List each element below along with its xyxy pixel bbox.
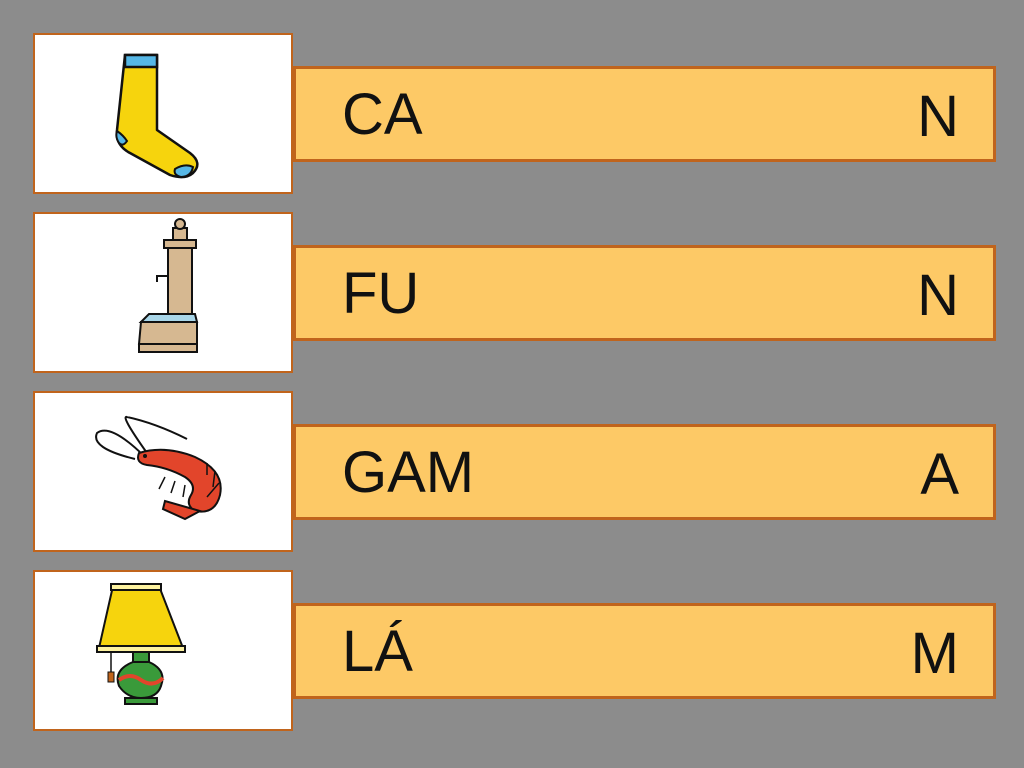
picture-card[interactable] (33, 212, 293, 373)
word-end: N (917, 84, 959, 149)
picture-card[interactable] (33, 570, 293, 731)
word-start: CA (342, 82, 423, 147)
word-bar[interactable]: FU N (293, 245, 996, 341)
word-bar[interactable]: LÁ M (293, 603, 996, 699)
word-end: M (910, 621, 959, 686)
exercise-row: GAM A (0, 391, 1024, 557)
exercise-row: LÁ M (0, 570, 1024, 736)
picture-card[interactable] (33, 391, 293, 552)
shrimp-icon (95, 416, 222, 521)
exercise-row: CA N (0, 33, 1024, 199)
word-bar[interactable]: CA N (293, 66, 996, 162)
lamp-icon (96, 583, 186, 705)
word-end: N (917, 263, 959, 328)
sock-icon (115, 53, 199, 179)
word-end: A (920, 442, 959, 507)
word-bar[interactable]: GAM A (293, 424, 996, 520)
word-start: GAM (342, 440, 475, 505)
water-fountain-icon (137, 218, 199, 353)
picture-card[interactable] (33, 33, 293, 194)
word-start: LÁ (342, 619, 413, 684)
word-start: FU (342, 261, 420, 326)
exercise-row: FU N (0, 212, 1024, 378)
